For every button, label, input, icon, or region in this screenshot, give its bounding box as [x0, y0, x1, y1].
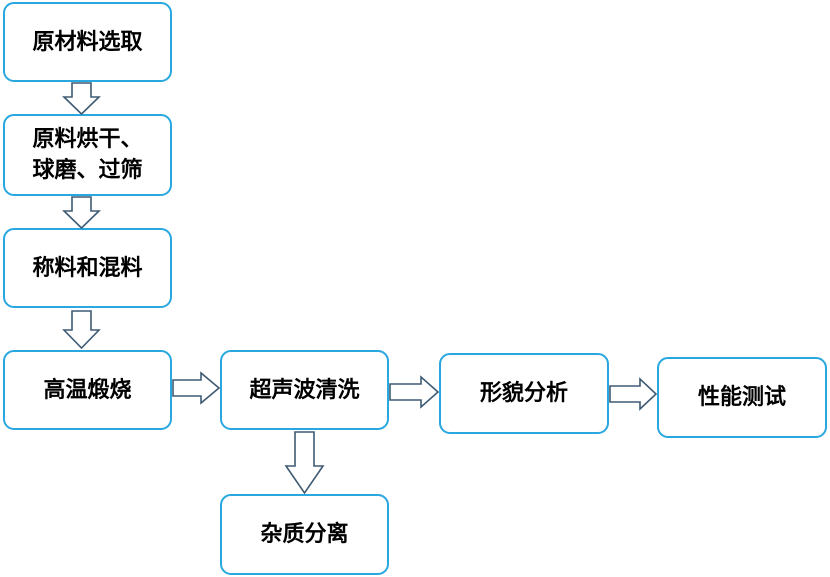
step-performance-testing: 性能测试 [657, 357, 827, 438]
arrow-right-1 [172, 371, 221, 405]
step-label: 超声波清洗 [249, 377, 360, 403]
arrow-down-3 [62, 310, 101, 350]
step-impurity-separation: 杂质分离 [220, 494, 389, 575]
step-label: 高温煅烧 [43, 377, 132, 403]
step-label: 性能测试 [697, 385, 786, 410]
step-high-temp-calcination: 高温煅烧 [3, 350, 172, 430]
step-drying-milling-sieving: 原料烘干、 球磨、过筛 [3, 114, 172, 196]
step-label: 原料烘干、 球磨、过筛 [32, 127, 143, 183]
arrow-down-1 [62, 82, 101, 116]
step-raw-material-selection: 原材料选取 [3, 2, 172, 82]
step-weighing-mixing: 称料和混料 [3, 228, 172, 308]
arrow-down-4 [284, 431, 325, 495]
step-label: 称料和混料 [32, 255, 143, 281]
step-label: 形貌分析 [479, 381, 568, 406]
step-morphology-analysis: 形貌分析 [439, 353, 609, 434]
step-label: 原材料选取 [32, 29, 143, 55]
step-ultrasonic-cleaning: 超声波清洗 [220, 350, 389, 430]
arrow-down-2 [62, 196, 101, 230]
step-label: 杂质分离 [260, 522, 349, 547]
arrow-right-3 [609, 377, 658, 411]
arrow-right-2 [389, 375, 440, 409]
